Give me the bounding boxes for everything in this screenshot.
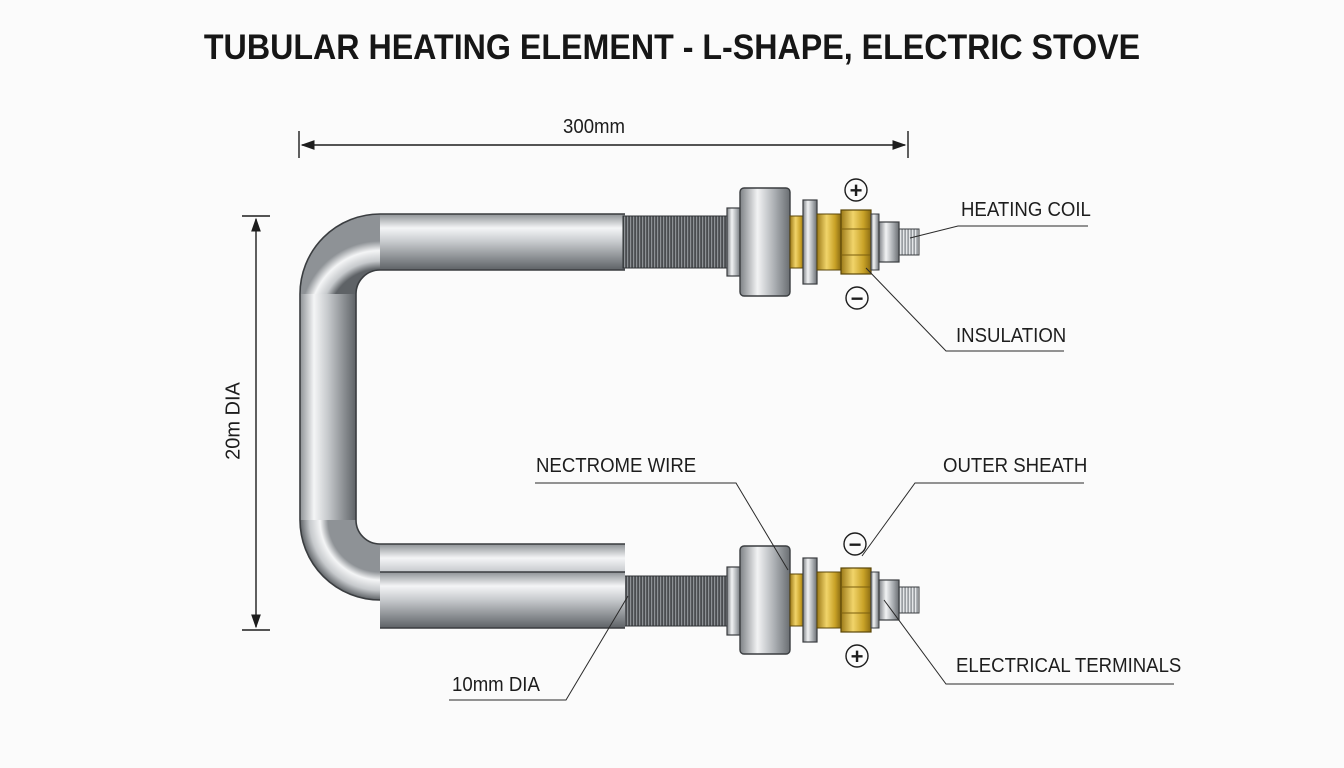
tube-outline-outer xyxy=(299,213,625,601)
terminal-assembly-bottom xyxy=(726,545,920,655)
negative-icon-top xyxy=(845,286,869,310)
tube-top-section xyxy=(380,214,625,270)
brass-bushing-bottom xyxy=(816,571,842,629)
sign-bottom-positive: + xyxy=(851,644,864,669)
polarity-symbols xyxy=(843,178,869,668)
leader-heating-coil xyxy=(909,225,1088,239)
outer-sheath-tube xyxy=(299,213,730,629)
tube-bottom-straight xyxy=(380,572,625,628)
tube-top-bend xyxy=(300,214,380,294)
callout-nectrome-wire: NECTROME WIRE xyxy=(536,455,697,477)
dimension-lines xyxy=(242,131,909,631)
mounting-collar-top xyxy=(739,187,791,297)
terminal-stud-bottom xyxy=(898,586,920,614)
tube-bottom-bend xyxy=(300,520,380,600)
washer-bottom xyxy=(802,557,818,643)
leader-insulation xyxy=(865,267,1064,352)
terminal-assembly-top xyxy=(726,187,920,297)
tube-vertical-section xyxy=(300,294,356,520)
dimension-height-label: 20m DIA xyxy=(222,382,245,460)
diagram-title: TUBULAR HEATING ELEMENT - L-SHAPE, ELECT… xyxy=(203,28,1141,67)
callout-outer-sheath: OUTER SHEATH xyxy=(943,455,1088,477)
leader-outer-sheath xyxy=(861,482,1084,557)
sign-top-negative: − xyxy=(851,286,864,311)
negative-icon-bottom xyxy=(843,532,867,556)
callout-heating-coil: HEATING COIL xyxy=(961,199,1091,221)
mounting-collar-bottom xyxy=(739,545,791,655)
sign-top-positive: + xyxy=(850,178,863,203)
leader-electrical-terminals xyxy=(883,599,1174,685)
leader-tube-diameter xyxy=(449,595,629,701)
brass-nut-bottom xyxy=(840,567,872,633)
brass-bushing-top xyxy=(816,213,842,271)
tube-outline-inner xyxy=(355,269,625,545)
terminal-stud-top xyxy=(898,228,920,256)
positive-icon-bottom xyxy=(845,644,869,668)
callout-insulation: INSULATION xyxy=(956,325,1067,347)
steel-nut-bottom xyxy=(878,579,900,621)
leader-lines xyxy=(449,225,1174,701)
brass-nut-top xyxy=(840,209,872,275)
steel-nut-top xyxy=(878,221,900,263)
sign-bottom-negative: − xyxy=(849,532,862,557)
heating-coil-thread-top xyxy=(622,215,730,269)
heating-coil-thread-bottom xyxy=(622,575,730,627)
positive-icon-top xyxy=(844,178,868,202)
dimension-length-label: 300mm xyxy=(563,116,626,138)
dimension-tube-diameter-label: 10mm DIA xyxy=(452,674,540,696)
washer-top xyxy=(802,199,818,285)
callout-electrical-terminals: ELECTRICAL TERMINALS xyxy=(956,655,1182,677)
leader-nectrome-wire xyxy=(535,482,789,571)
